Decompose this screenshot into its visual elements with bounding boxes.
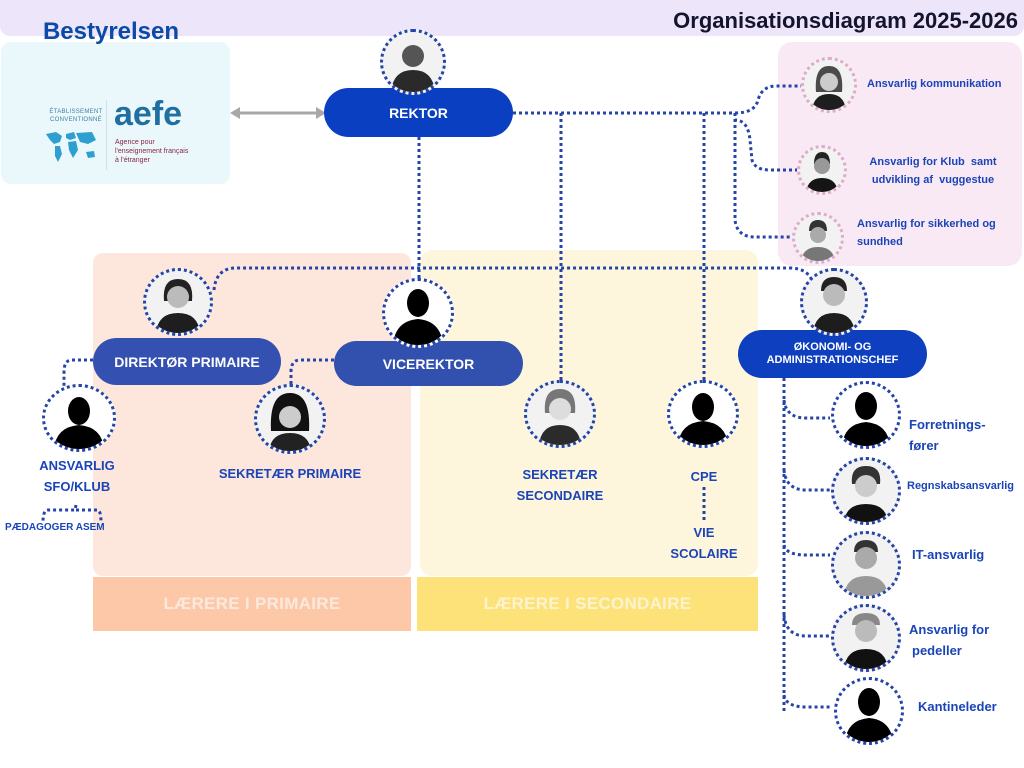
- direktor-primaire-node[interactable]: DIREKTØR PRIMAIRE: [93, 338, 281, 385]
- person-photo-icon: [156, 279, 200, 333]
- person-photo-icon: [813, 277, 855, 333]
- kommunikation-label: Ansvarlig kommunikation: [867, 78, 1002, 90]
- sekretaer-secondaire-line-2: SECONDAIRE: [516, 488, 604, 503]
- vie-scolaire-line-1: VIE: [693, 525, 715, 540]
- sekretaer-primaire-avatar: [254, 384, 326, 454]
- sikkerhed-line-1: Ansvarlig for sikkerhed og: [857, 218, 996, 230]
- paedagoger-label: PÆDAGOGER ASEM: [5, 522, 105, 533]
- sekretaer-secondaire-label: SEKRETÆR SECONDAIRE: [505, 464, 615, 506]
- person-photo-icon: [539, 389, 581, 445]
- sikkerhed-avatar: [792, 212, 844, 264]
- pedel-avatar: [831, 604, 901, 672]
- rektor-node[interactable]: REKTOR: [324, 88, 513, 137]
- teachers-primaire-bar: LÆRERE I PRIMAIRE: [93, 577, 411, 631]
- vie-scolaire-label: VIE SCOLAIRE: [654, 522, 754, 564]
- person-photo-icon: [806, 152, 838, 192]
- sikkerhed-line-2: sundhed: [857, 236, 903, 248]
- aefe-logo: aefe: [114, 95, 183, 133]
- cpe-label: CPE: [690, 469, 718, 484]
- kantineleder-avatar: [834, 677, 904, 745]
- regnskab-label: Regnskabsansvarlig: [907, 480, 1014, 492]
- okonomi-line-1: ØKONOMI- OG: [793, 341, 872, 353]
- ansvarlig-sfo-line-1: ANSVARLIG: [39, 458, 115, 473]
- person-photo-icon: [844, 466, 888, 522]
- person-silhouette-icon: [678, 393, 728, 445]
- forretningsforer-line-1: Forretnings-: [909, 417, 986, 432]
- vicerektor-node[interactable]: VICEREKTOR: [334, 341, 523, 386]
- person-photo-icon: [801, 220, 835, 261]
- person-silhouette-icon: [842, 392, 890, 446]
- teachers-secondaire-bar: LÆRERE I SECONDAIRE: [417, 577, 758, 631]
- person-photo-icon: [844, 540, 888, 596]
- ansvarlig-sfo-label: ANSVARLIG SFO/KLUB: [20, 455, 134, 497]
- person-photo-icon: [844, 613, 888, 669]
- aefe-tagline: Agence pour l'enseignement français à l'…: [115, 138, 215, 165]
- regnskab-avatar: [831, 457, 901, 525]
- pedel-line-1: Ansvarlig for: [909, 622, 990, 637]
- person-silhouette-icon: [845, 688, 893, 742]
- kommunikation-avatar: [801, 57, 857, 113]
- okonomi-chef-node[interactable]: ØKONOMI- OG ADMINISTRATIONSCHEF: [738, 330, 927, 378]
- board-title: Bestyrelsen: [42, 18, 180, 45]
- cpe-avatar: [667, 380, 739, 448]
- title-bar: [0, 0, 1024, 36]
- primary-panel: [93, 253, 411, 576]
- klub-line-2: udvikling af vuggestue: [871, 174, 995, 186]
- aefe-tagline-line: l'enseignement français: [115, 148, 189, 155]
- board-panel: [1, 42, 230, 184]
- sekretaer-secondaire-avatar: [524, 380, 596, 448]
- person-photo-icon: [812, 66, 846, 110]
- aefe-establishment-text: ÉTABLISSEMENT CONVENTIONNÉ: [49, 109, 103, 123]
- okonomi-line-2: ADMINISTRATIONSCHEF: [766, 354, 899, 366]
- direktor-primaire-avatar: [143, 268, 213, 336]
- person-photo-icon: [269, 393, 311, 451]
- ansvarlig-sfo-avatar: [42, 384, 116, 452]
- aefe-divider: [106, 100, 107, 170]
- person-photo-icon: [391, 45, 435, 92]
- ansvarlig-sfo-line-2: SFO/KLUB: [43, 479, 111, 494]
- forretningsforer-line-2: fører: [909, 438, 939, 453]
- klub-line-1: Ansvarlig for Klub samt: [869, 156, 997, 168]
- rektor-avatar: [380, 29, 446, 95]
- vicerektor-avatar: [382, 278, 454, 348]
- forretningsforer-avatar: [831, 381, 901, 449]
- sekretaer-primaire-label: SEKRETÆR PRIMAIRE: [218, 466, 362, 481]
- klub-avatar: [797, 145, 847, 195]
- forretningsforer-label: Forretnings- fører: [909, 414, 986, 456]
- aefe-tagline-line: Agence pour: [115, 139, 155, 146]
- sikkerhed-label: Ansvarlig for sikkerhed og sundhed: [857, 215, 996, 251]
- aefe-tagline-line: à l'étranger: [115, 157, 150, 164]
- it-ansvarlig-label: IT-ansvarlig: [912, 547, 985, 562]
- double-arrow-icon: [230, 107, 326, 119]
- world-map-icon: [46, 132, 96, 162]
- pedel-line-2: pedeller: [912, 643, 962, 658]
- person-silhouette-icon: [54, 397, 104, 449]
- klub-label: Ansvarlig for Klub samt udvikling af vug…: [862, 153, 1004, 189]
- pedel-label: Ansvarlig for pedeller: [909, 619, 989, 661]
- person-silhouette-icon: [393, 289, 443, 345]
- vie-scolaire-line-2: SCOLAIRE: [670, 546, 738, 561]
- okonomi-chef-avatar: [800, 268, 868, 336]
- kantineleder-label: Kantineleder: [918, 699, 997, 714]
- it-ansvarlig-avatar: [831, 531, 901, 599]
- sekretaer-secondaire-line-1: SEKRETÆR: [522, 467, 598, 482]
- page-title: Organisationsdiagram 2025-2026: [673, 8, 1018, 33]
